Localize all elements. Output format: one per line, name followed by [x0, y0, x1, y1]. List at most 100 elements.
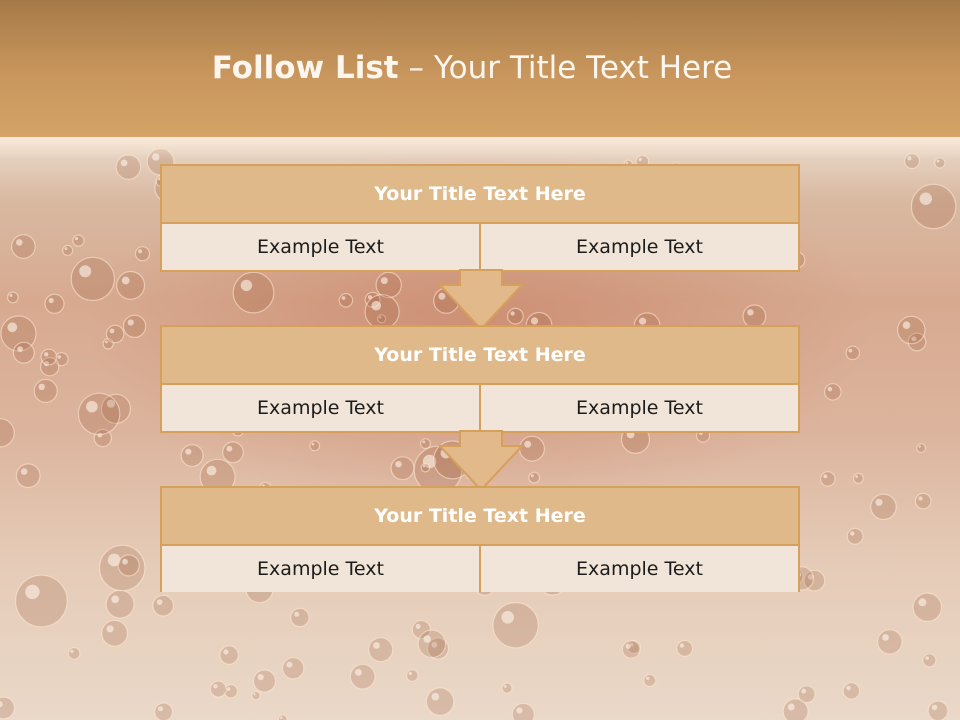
- bubble-highlight: [848, 348, 853, 353]
- bubble-highlight: [223, 649, 229, 655]
- bubble: [67, 647, 81, 660]
- bubble-highlight: [213, 684, 218, 689]
- bubble: [420, 438, 432, 450]
- bubble: [116, 270, 146, 300]
- bubble-highlight: [503, 685, 507, 688]
- bubble-highlight: [107, 553, 121, 567]
- bubble: [252, 669, 277, 693]
- bubble: [232, 271, 275, 314]
- bubble-highlight: [74, 237, 79, 241]
- block-cell-left: Example Text: [162, 546, 479, 592]
- bubble-highlight: [408, 671, 412, 676]
- bubble: [927, 700, 949, 720]
- bubble-highlight: [807, 574, 814, 580]
- bubble-highlight: [422, 465, 426, 468]
- bubble: [154, 702, 174, 720]
- bubble: [62, 244, 74, 256]
- bubble-highlight: [747, 309, 754, 316]
- bubble: [819, 471, 836, 487]
- bubble-highlight: [106, 399, 115, 408]
- bubble-highlight: [919, 192, 932, 205]
- bubble: [845, 345, 861, 361]
- bubble: [910, 183, 957, 230]
- bubble-highlight: [105, 340, 108, 344]
- bubble: [15, 574, 68, 628]
- bubble-highlight: [57, 355, 61, 359]
- bubble: [209, 680, 227, 698]
- bubble-highlight: [341, 296, 346, 300]
- bubble-highlight: [109, 328, 115, 334]
- bubble: [15, 463, 41, 489]
- bubble-highlight: [524, 440, 532, 448]
- bubble-highlight: [226, 445, 233, 452]
- bubble: [338, 292, 354, 308]
- bubble-highlight: [875, 498, 883, 506]
- bubble: [77, 392, 121, 436]
- bubble-highlight: [902, 321, 911, 330]
- bubble: [6, 291, 19, 304]
- bubble: [501, 682, 513, 694]
- bubble: [105, 589, 135, 619]
- block-cell-left: Example Text: [162, 385, 479, 431]
- bubble-highlight: [530, 474, 534, 478]
- bubble-highlight: [431, 641, 438, 648]
- bubble: [251, 690, 261, 701]
- bubble-highlight: [286, 661, 293, 668]
- block-title: Your Title Text Here: [162, 166, 798, 224]
- bubble: [405, 669, 419, 682]
- bubble-highlight: [850, 531, 855, 536]
- bubble: [896, 315, 926, 345]
- bubble-highlight: [918, 445, 921, 448]
- bubble-highlight: [918, 496, 923, 501]
- bubble-highlight: [111, 595, 120, 604]
- bubble-highlight: [257, 674, 264, 681]
- bubble: [101, 619, 129, 647]
- bubble: [916, 443, 927, 454]
- bubble: [0, 418, 15, 448]
- bubble-highlight: [625, 643, 631, 649]
- bubble-highlight: [415, 623, 421, 629]
- bubble: [368, 636, 394, 663]
- slide-title-rest: – Your Title Text Here: [398, 50, 733, 86]
- bubble: [922, 653, 937, 668]
- list-block-3: Your Title Text Here Example Text Exampl…: [160, 486, 800, 592]
- bubble-highlight: [355, 668, 362, 676]
- bubble-highlight: [17, 346, 23, 352]
- bubble: [375, 271, 402, 299]
- list-block-2: Your Title Text Here Example Text Exampl…: [160, 325, 800, 433]
- bubble-highlight: [931, 704, 938, 711]
- block-row: Example Text Example Text: [162, 224, 798, 270]
- bubble-highlight: [823, 474, 828, 479]
- bubble: [349, 663, 376, 690]
- bubble: [912, 592, 943, 623]
- bubble: [842, 682, 861, 700]
- bubble: [309, 440, 321, 452]
- bubble: [219, 645, 239, 665]
- bubble: [222, 441, 244, 464]
- bubble: [492, 602, 539, 649]
- bubble-highlight: [516, 707, 523, 714]
- bubble: [134, 246, 151, 262]
- bubble: [846, 527, 864, 545]
- bubble: [852, 472, 864, 484]
- bubble-highlight: [629, 642, 634, 647]
- slide-title: Follow List – Your Title Text Here: [0, 50, 944, 86]
- bubble-highlight: [280, 716, 283, 719]
- down-arrow-icon: [438, 269, 524, 331]
- bubble-highlight: [787, 703, 795, 711]
- bubble: [870, 493, 897, 521]
- bubble: [425, 687, 455, 716]
- bubble-highlight: [79, 265, 92, 278]
- bubble: [823, 383, 842, 401]
- bubble-highlight: [156, 599, 163, 605]
- bubble-highlight: [86, 400, 98, 413]
- bubble-highlight: [158, 706, 163, 712]
- bubble: [621, 640, 641, 659]
- block-cell-left: Example Text: [162, 224, 479, 270]
- bubble-highlight: [423, 635, 431, 643]
- bubble-highlight: [25, 584, 40, 600]
- bubble-highlight: [20, 468, 28, 475]
- bubble-highlight: [226, 687, 231, 691]
- bubble: [180, 444, 204, 468]
- bubble-highlight: [120, 159, 128, 167]
